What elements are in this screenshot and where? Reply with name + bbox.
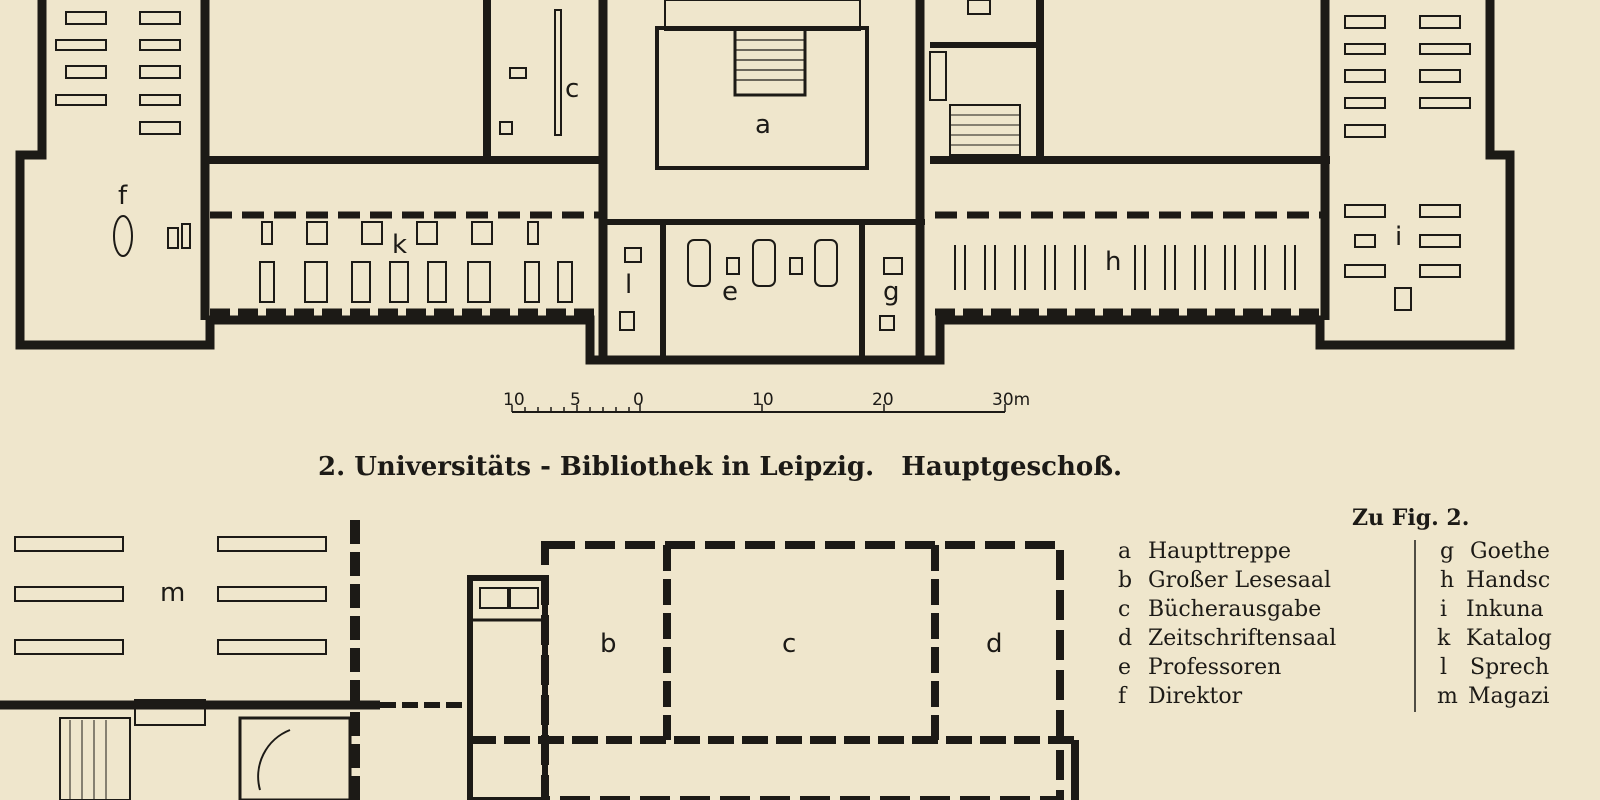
- scale-tick-10-left: 10: [503, 390, 525, 410]
- room-label-h: h: [1105, 247, 1121, 277]
- legend-key-h: h: [1440, 568, 1454, 593]
- legend-text-a: Haupttreppe: [1148, 539, 1291, 564]
- legend-key-f: f: [1118, 684, 1128, 709]
- scale-tick-30m: 30m: [992, 390, 1030, 410]
- scale-tick-10: 10: [752, 390, 774, 410]
- room-label-d: d: [986, 629, 1003, 659]
- legend-text-f: Direktor: [1148, 684, 1243, 709]
- legend-text-c: Bücherausgabe: [1148, 597, 1321, 622]
- room-label-i: i: [1395, 222, 1402, 252]
- room-label-c-lower: c: [782, 629, 796, 659]
- legend-key-c: c: [1118, 597, 1130, 622]
- legend-text-g: Goethe: [1470, 539, 1550, 564]
- room-label-g: g: [883, 277, 900, 307]
- figure-caption: 2. Universitäts - Bibliothek in Leipzig.…: [318, 452, 1122, 482]
- legend-text-m: Magazi: [1468, 684, 1549, 709]
- legend: Zu Fig. 2. a Haupttreppe b Großer Lesesa…: [1118, 505, 1552, 712]
- room-label-f: f: [118, 181, 128, 211]
- legend-key-i: i: [1440, 597, 1447, 622]
- scale-tick-20: 20: [872, 390, 894, 410]
- room-label-m: m: [160, 578, 185, 608]
- lower-floor-plan: [0, 520, 1079, 800]
- legend-text-b: Großer Lesesaal: [1148, 568, 1331, 593]
- legend-right-column: g Goethe h Handsc i Inkuna k Katalog l S…: [1437, 539, 1552, 709]
- legend-left-column: a Haupttreppe b Großer Lesesaal c Bücher…: [1118, 539, 1336, 709]
- room-label-k: k: [392, 230, 407, 260]
- legend-key-a: a: [1118, 539, 1131, 564]
- scale-tick-0: 0: [633, 390, 644, 410]
- upper-floor-plan: [15, 0, 1515, 365]
- room-label-b: b: [600, 629, 617, 659]
- legend-text-e: Professoren: [1148, 655, 1281, 680]
- lower-furniture: [14, 536, 327, 726]
- legend-text-i: Inkuna: [1466, 597, 1544, 622]
- legend-key-k: k: [1437, 626, 1451, 651]
- room-label-a: a: [755, 110, 771, 140]
- legend-title: Zu Fig. 2.: [1352, 505, 1469, 531]
- legend-key-d: d: [1118, 626, 1132, 651]
- legend-key-b: b: [1118, 568, 1132, 593]
- legend-text-d: Zeitschriftensaal: [1148, 626, 1336, 651]
- room-label-l: l: [625, 270, 632, 300]
- room-label-e: e: [722, 277, 738, 307]
- legend-key-l: l: [1440, 655, 1447, 680]
- upper-room-labels: a c f k l e g h i: [118, 74, 1402, 307]
- lower-room-labels: m b c d: [160, 578, 1003, 659]
- room-label-c: c: [565, 74, 579, 104]
- scale-bar: 10 5 0 10 20 30m: [503, 390, 1030, 413]
- scale-tick-5: 5: [570, 390, 581, 410]
- upper-furniture: [55, 0, 1471, 331]
- legend-text-l: Sprech: [1470, 655, 1549, 680]
- legend-key-m: m: [1437, 684, 1458, 709]
- legend-key-e: e: [1118, 655, 1131, 680]
- legend-key-g: g: [1440, 539, 1454, 564]
- legend-text-h: Handsc: [1466, 568, 1550, 593]
- legend-text-k: Katalog: [1466, 626, 1552, 651]
